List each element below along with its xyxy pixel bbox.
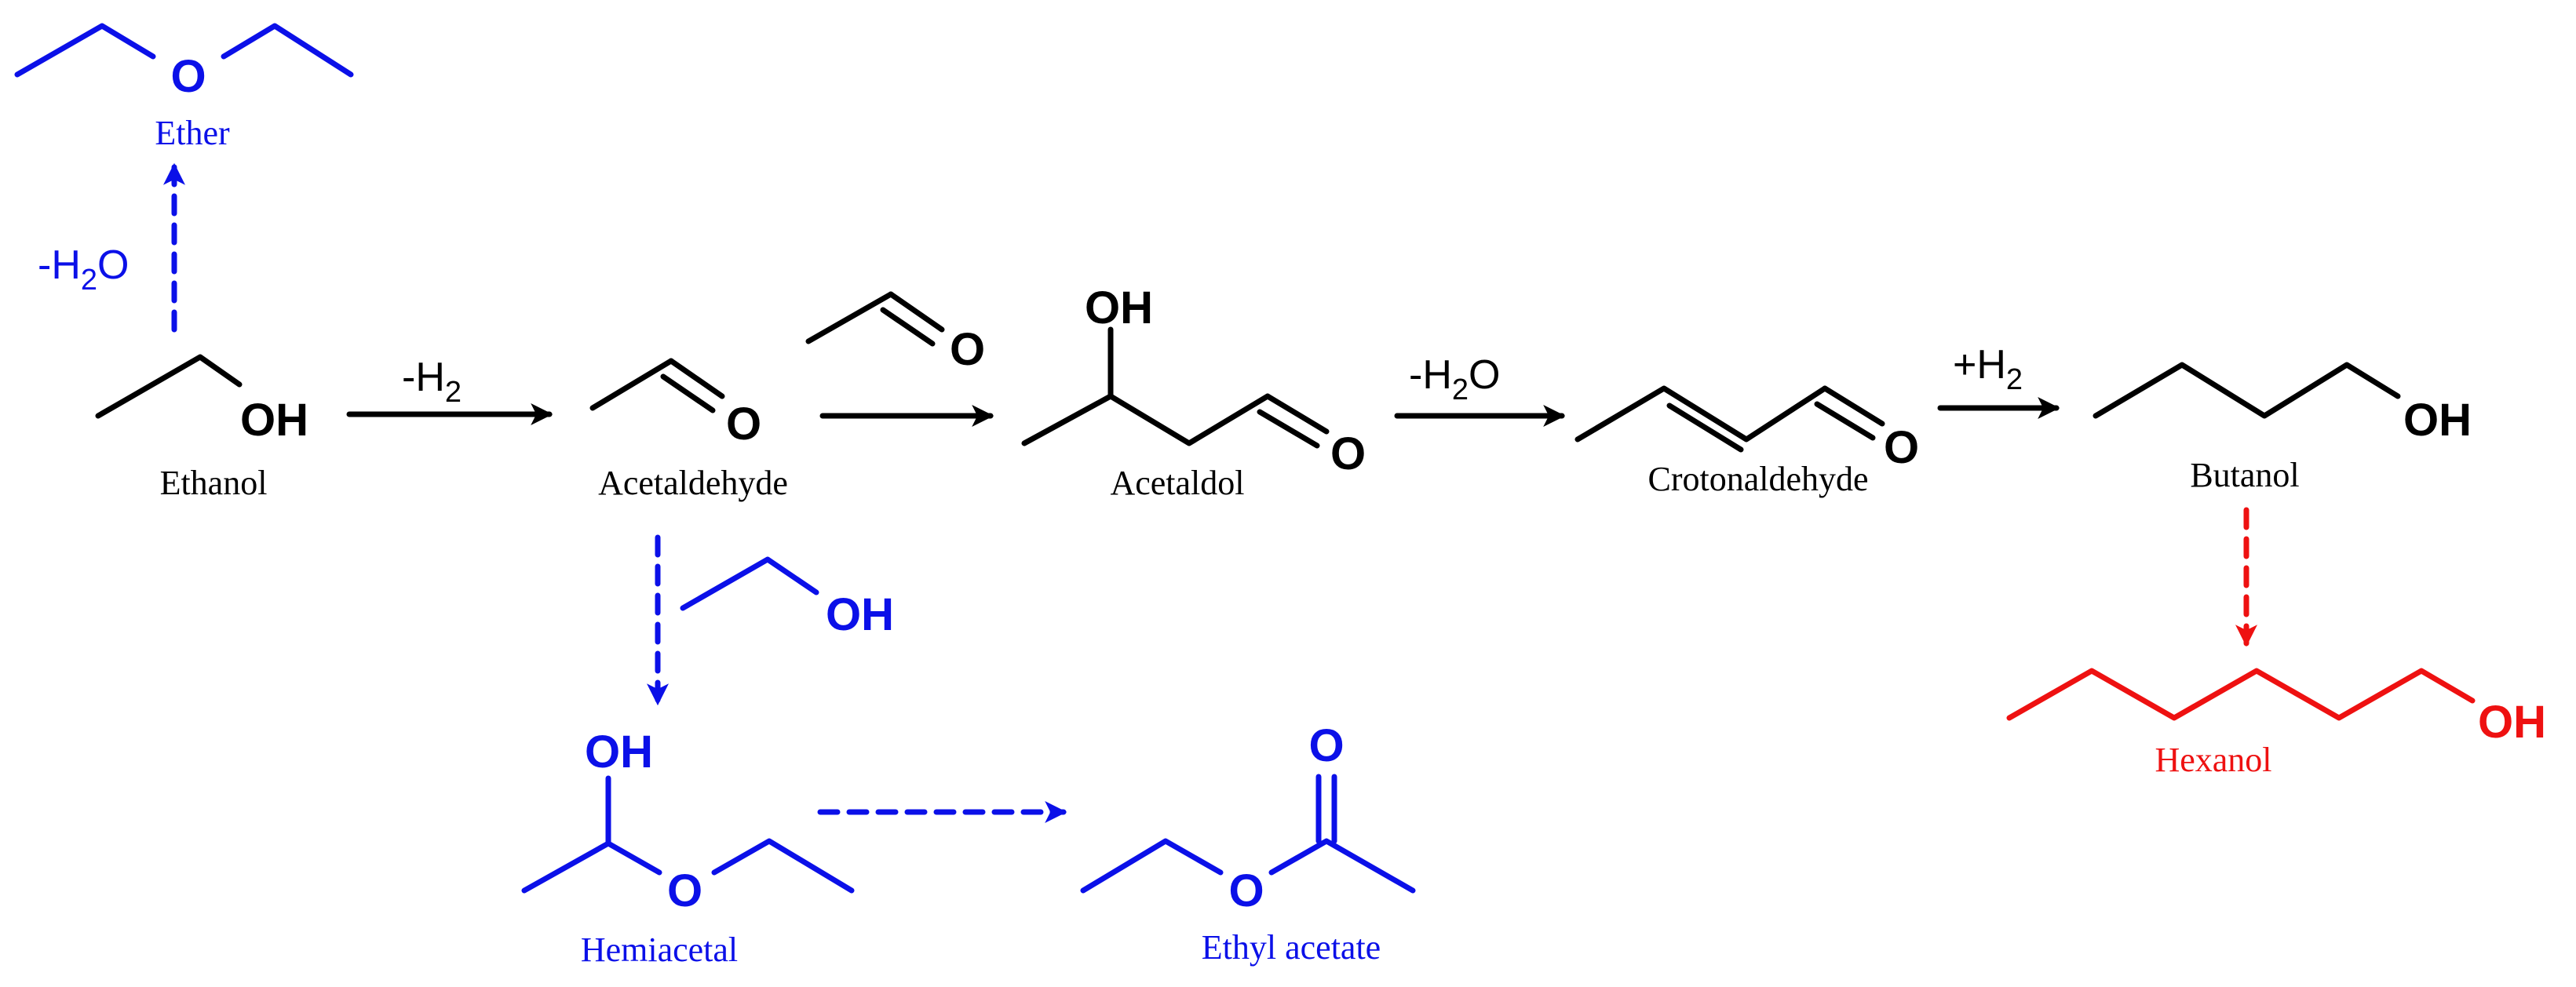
aldol-dehydration-condition-label: -H2O: [1409, 352, 1500, 406]
ethyl-acetate-ester-oxygen: O: [1228, 865, 1264, 916]
ethyl-acetate-bonds-left: [1080, 838, 1224, 894]
acetaldol-carbonyl-2: [1257, 409, 1320, 449]
ethanol-bonds: [95, 354, 243, 419]
butanol-hydroxyl: OH: [2403, 395, 2472, 446]
ethanol-hydroxyl: OH: [240, 395, 308, 446]
hemiacetal-label: Hemiacetal: [581, 931, 738, 969]
ethyl-acetate-bonds-right: [1268, 838, 1416, 894]
hexanol-label: Hexanol: [2155, 741, 2271, 779]
ether-condition-label: -H2O: [38, 242, 129, 297]
butanol-bonds: [2093, 362, 2401, 419]
ethanol-label: Ethanol: [160, 464, 268, 502]
ethanol-molecule: OH Ethanol: [95, 354, 308, 502]
acetaldehyde-bonds: [589, 358, 674, 411]
hydrogenation-condition-label: +H2: [1953, 342, 2023, 396]
ether-bonds-right: [221, 23, 354, 78]
butanol-molecule: OH Butanol: [2093, 362, 2472, 494]
crotonaldehyde-carbonyl-1: [1822, 385, 1885, 427]
acetaldol-carbonyl-1: [1264, 393, 1330, 435]
ethanol-reactant-bonds: [680, 556, 819, 611]
acetaldehyde-label: Acetaldehyde: [598, 464, 788, 502]
acetaldehyde-reactant: O: [805, 291, 985, 375]
acetaldol-label: Acetaldol: [1110, 464, 1244, 502]
hemiacetal-oxygen: O: [667, 865, 702, 916]
ethanol-reactant: OH: [680, 556, 894, 640]
ether-label: Ether: [155, 114, 230, 152]
acetaldehyde-reactant-bonds: [805, 291, 894, 344]
crotonaldehyde-carbonyl-2: [1814, 401, 1876, 441]
acetaldol-hydroxyl: OH: [1085, 282, 1153, 333]
hemiacetal-hydroxyl: OH: [585, 727, 653, 778]
ethyl-acetate-molecule: O O Ethyl acetate: [1080, 720, 1416, 967]
crotonaldehyde-oxygen: O: [1884, 422, 1919, 473]
ethyl-acetate-label: Ethyl acetate: [1202, 928, 1381, 967]
acetaldehyde-reactant-carbonyl-2: [880, 307, 936, 347]
acetaldehyde-carbonyl-2: [660, 373, 716, 413]
acetaldol-oxygen: O: [1330, 428, 1366, 479]
hemiacetal-molecule: OH O Hemiacetal: [521, 727, 855, 969]
acetaldehyde-molecule: O Acetaldehyde: [589, 358, 788, 502]
acetaldol-bonds: [1021, 393, 1271, 446]
acetaldehyde-carbonyl-1: [668, 358, 725, 399]
ether-molecule: O Ether: [14, 23, 354, 152]
hexanol-bonds: [2006, 668, 2476, 721]
hemiacetal-bonds-right: [711, 838, 855, 894]
ether-oxygen: O: [170, 51, 206, 102]
ether-bonds: [14, 23, 156, 78]
dehydrogenation-condition-label: -H2: [402, 355, 462, 409]
ethyl-acetate-carbonyl-oxygen: O: [1308, 720, 1344, 771]
crotonaldehyde-alkene-inner: [1666, 402, 1744, 453]
crotonaldehyde-molecule: O Crotonaldehyde: [1574, 385, 1919, 498]
acetaldehyde-oxygen: O: [726, 399, 761, 450]
crotonaldehyde-bonds: [1574, 385, 1828, 443]
acetaldehyde-reactant-carbonyl-1: [888, 291, 945, 333]
hexanol-hydroxyl: OH: [2478, 697, 2546, 748]
crotonaldehyde-label: Crotonaldehyde: [1647, 460, 1868, 498]
butanol-label: Butanol: [2190, 456, 2299, 494]
acetaldehyde-reactant-oxygen: O: [950, 324, 985, 375]
hemiacetal-bonds-left: [521, 840, 662, 894]
hexanol-molecule: OH Hexanol: [2006, 668, 2546, 779]
acetaldol-molecule: OH O Acetaldol: [1021, 282, 1366, 502]
ethanol-reactant-hydroxyl: OH: [826, 589, 894, 640]
